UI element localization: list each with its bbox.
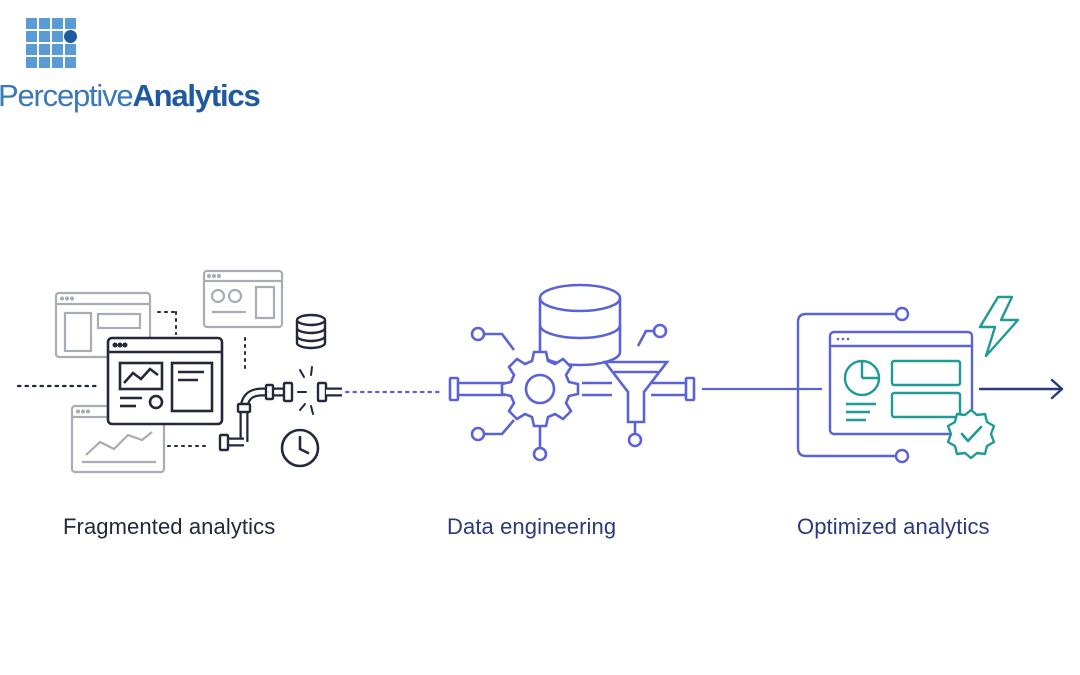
funnel-icon: [602, 360, 670, 424]
logo-grid-icon: [26, 18, 77, 68]
lightning-icon: [978, 295, 1020, 358]
dashboard-icon: [828, 330, 974, 436]
clock-icon: [280, 428, 320, 468]
stage-label-optimized: Optimized analytics: [797, 514, 990, 539]
brand-name-light: Perceptive: [0, 78, 134, 113]
browser-window-icon: [202, 269, 284, 329]
brand-name-bold: Analytics: [132, 78, 260, 113]
browser-window-icon: [106, 336, 224, 426]
stage-label-fragmented: Fragmented analytics: [63, 514, 276, 539]
brand-logo: PerceptiveAnalytics: [0, 16, 261, 113]
pie-chart-icon: [843, 359, 881, 397]
pipe-icon: [448, 376, 696, 402]
database-icon: [538, 283, 622, 367]
stage-data-engineering: [448, 283, 822, 462]
gear-icon: [500, 350, 580, 428]
arrow-right-icon: [978, 378, 1064, 400]
broken-pipe-icon: [218, 366, 342, 452]
verified-badge-icon: [946, 408, 996, 460]
stage-label-data-engineering: Data engineering: [447, 514, 617, 539]
brand-name: PerceptiveAnalytics: [0, 78, 261, 113]
database-icon: [295, 313, 327, 350]
stage-optimized: [796, 295, 1064, 464]
stage-fragmented: [16, 269, 442, 474]
